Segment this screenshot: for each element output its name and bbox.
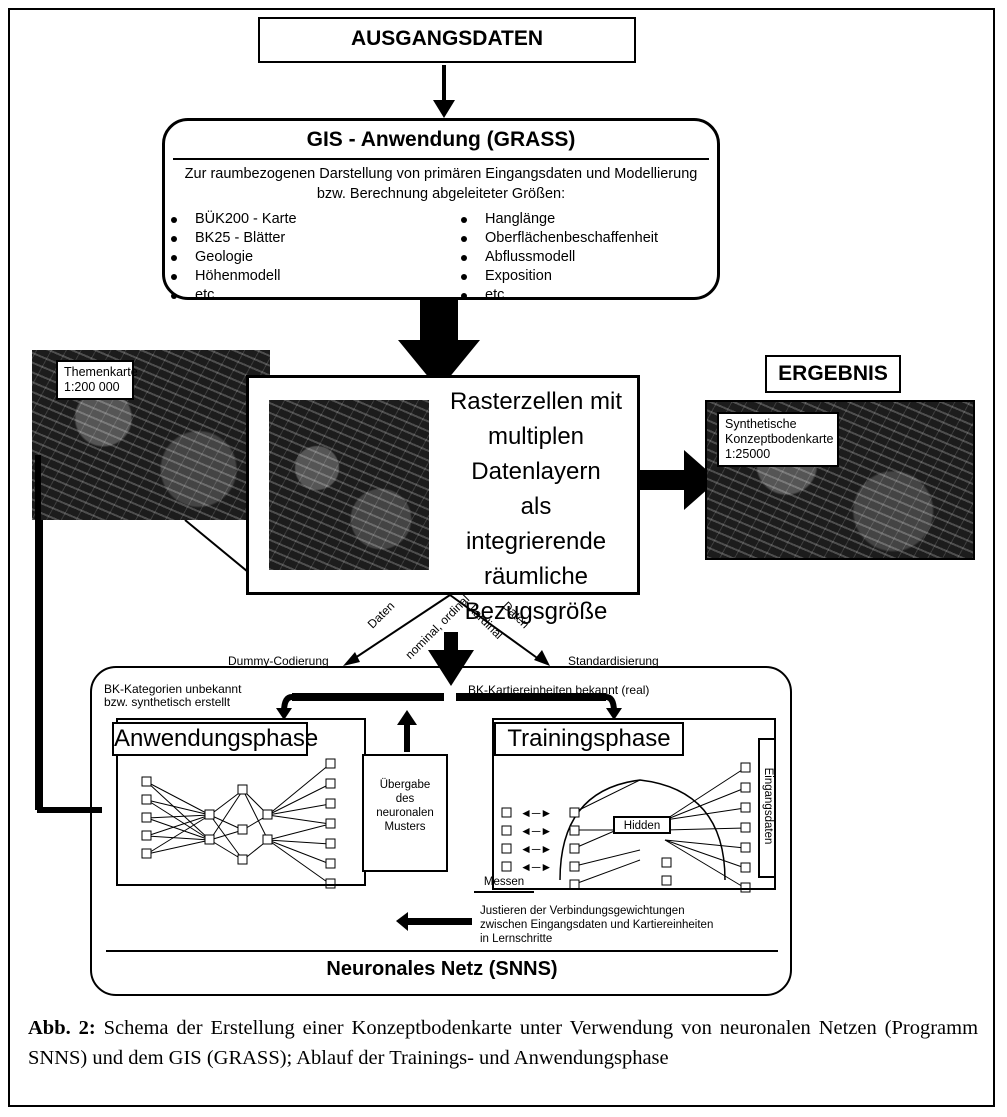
raster-line: räumliche: [483, 563, 589, 590]
transfer-line2: des: [395, 793, 415, 805]
result-map-label-line2: Konzeptbodenkarte: [725, 432, 834, 446]
raster-text: Rasterzellen mit multiplen Datenlayern a…: [437, 384, 635, 629]
svg-text:◄─►: ◄─►: [520, 824, 552, 838]
result-map-label: Synthetische Konzeptbodenkarte 1:25000: [717, 412, 839, 467]
nn-divider: [106, 950, 778, 952]
arrow-center-head: [428, 650, 474, 686]
feedback-line-vertical: [35, 455, 41, 810]
edge-right-head: [534, 650, 550, 666]
gis-item: etc.: [165, 286, 455, 305]
raster-line: integrierende: [465, 528, 607, 555]
training-phase-label: Trainingsphase: [494, 722, 684, 756]
edge-right: [449, 594, 541, 661]
result-map-label-line3: 1:25000: [725, 447, 771, 461]
left-note-line2: bzw. synthetisch erstellt: [104, 695, 231, 709]
edge-right-coding-label: Standardisierung: [568, 654, 659, 668]
arrow-top-head: [433, 100, 455, 118]
svg-text:◄─►: ◄─►: [520, 860, 552, 874]
caption-text: Schema der Erstellung einer Konzeptboden…: [28, 1017, 979, 1069]
gis-item: Abflussmodell: [455, 248, 715, 267]
raster-line: multiplen: [487, 423, 585, 450]
application-phase-label: Anwendungsphase: [112, 722, 318, 756]
transfer-line4: Musters: [384, 821, 426, 833]
hidden-layer-label: Hidden: [613, 816, 671, 834]
arrow-center-shaft: [444, 632, 458, 650]
input-data-vertical-box: Eingangsdaten: [758, 738, 776, 878]
result-map-label-line1: Synthetische: [725, 417, 797, 431]
gis-item: Hanglänge: [455, 210, 715, 229]
adjust-line1: Justieren der Verbindungsgewichtungen: [480, 905, 685, 917]
left-note: BK-Kategorien unbekannt bzw. synthetisch…: [104, 683, 241, 709]
application-network: [141, 758, 336, 889]
neural-network-box: BK-Kategorien unbekannt bzw. synthetisch…: [90, 666, 792, 996]
raster-layers-image: [269, 400, 429, 570]
gis-item: Oberflächenbeschaffenheit: [455, 229, 715, 248]
raster-line: Rasterzellen mit: [449, 388, 623, 415]
arrow-result-shaft: [640, 470, 684, 490]
transfer-line3: neuronalen: [376, 807, 434, 819]
gis-item: Geologie: [165, 248, 455, 267]
result-label: ERGEBNIS: [778, 362, 888, 385]
adjust-line3: in Lernschritte: [480, 933, 553, 945]
edge-left-head: [343, 652, 360, 666]
theme-map-label: Themenkarte 1:200 000: [56, 360, 138, 400]
svg-text:◄─►: ◄─►: [520, 842, 552, 856]
gis-item: Exposition: [455, 267, 715, 286]
gis-item: Höhenmodell: [165, 267, 455, 286]
nn-title: Neuronales Netz (SNNS): [326, 958, 558, 980]
gis-description: Zur raumbezogenen Darstellung von primär…: [184, 166, 698, 202]
adjust-arrow-bar: [407, 918, 472, 925]
edge-left-coding-label: Dummy-Codierung: [228, 654, 329, 668]
result-map-image: Synthetische Konzeptbodenkarte 1:25000: [705, 400, 975, 560]
right-note: BK-Kartiereinheiten bekannt (real): [468, 683, 650, 697]
input-data-label: AUSGANGSDATEN: [350, 27, 544, 50]
edge-left: [351, 594, 451, 661]
figure-frame: [8, 8, 995, 1107]
split-left-bar: [292, 693, 444, 701]
input-data-vertical-label: Eingangsdaten: [762, 767, 774, 845]
input-data-box: AUSGANGSDATEN: [258, 17, 636, 63]
theme-map-label-line2: 1:200 000: [64, 380, 120, 394]
theme-map-image: Themenkarte 1:200 000: [32, 350, 270, 520]
split-left-head: [276, 708, 292, 720]
split-right-head: [606, 708, 622, 720]
gis-title: GIS - Anwendung (GRASS): [306, 128, 576, 151]
training-network: ◄─► ◄─► ◄─► ◄─►: [501, 762, 751, 893]
svg-text:◄─►: ◄─►: [520, 806, 552, 820]
gis-item: etc.: [455, 286, 715, 305]
theme-map-label-line1: Themenkarte: [64, 365, 138, 379]
split-right-bar: [456, 693, 606, 701]
arrow-result-head: [684, 450, 718, 510]
raster-line: als: [520, 493, 552, 520]
transfer-line1: Übergabe: [379, 779, 431, 791]
arrow-gis-to-raster: [398, 300, 480, 390]
gis-list-left: BÜK200 - Karte BK25 - Blätter Geologie H…: [165, 210, 455, 305]
adjust-arrow-head: [396, 912, 408, 931]
transfer-box: Übergabe des neuronalen Musters: [362, 754, 448, 872]
adjust-note: Justieren der Verbindungsgewichtungen zw…: [480, 904, 713, 946]
measure-label: Messen: [474, 873, 534, 893]
gis-item: BÜK200 - Karte: [165, 210, 455, 229]
raster-line: Bezugsgröße: [464, 598, 608, 625]
adjust-line2: zwischen Eingangsdaten und Kartiereinhei…: [480, 919, 714, 931]
figure-caption: Abb. 2: Schema der Erstellung einer Konz…: [28, 1013, 978, 1073]
left-note-line1: BK-Kategorien unbekannt: [104, 682, 242, 696]
transfer-arrow-head: [397, 710, 417, 725]
result-box: ERGEBNIS: [765, 355, 901, 393]
gis-list-right: Hanglänge Oberflächenbeschaffenheit Abfl…: [455, 210, 715, 305]
gis-divider: [173, 158, 709, 160]
raster-box: Rasterzellen mit multiplen Datenlayern a…: [246, 375, 640, 625]
gis-box: GIS - Anwendung (GRASS) Zur raumbezogene…: [162, 118, 720, 303]
caption-prefix: Abb. 2:: [28, 1017, 96, 1039]
gis-item: BK25 - Blätter: [165, 229, 455, 248]
raster-line: Datenlayern: [471, 458, 601, 485]
